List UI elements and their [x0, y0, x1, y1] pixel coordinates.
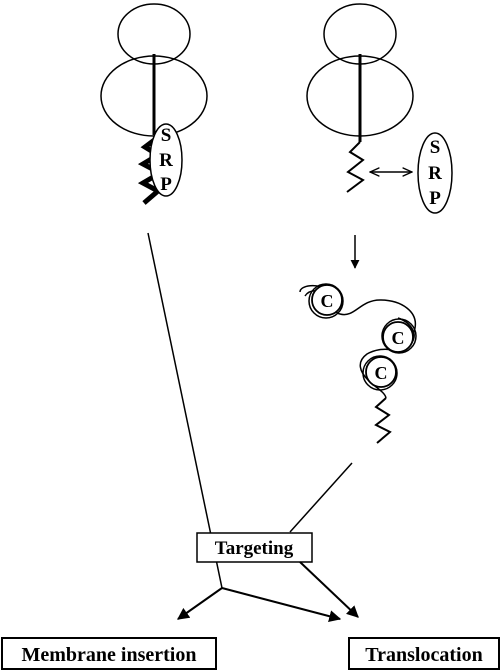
chaperone-1-outline: [308, 283, 344, 319]
chaperone-chain-zigzag: [374, 397, 392, 444]
right-ribosome: [306, 3, 414, 193]
translocation-label: Translocation: [365, 644, 482, 666]
membrane-insertion-label: Membrane insertion: [22, 644, 197, 666]
srp-left-letter-s: S: [161, 125, 172, 146]
chaperone-1-circle: [311, 284, 343, 316]
chaperone-3-circle: [365, 356, 397, 388]
translocation-box: [348, 637, 500, 670]
chaperone-3-outline: [362, 355, 398, 391]
chaperone-2-circle: [382, 321, 414, 353]
chaperone-1-label: C: [321, 291, 334, 311]
srp-right-letter-p: P: [429, 188, 441, 209]
arrow-insertion-to-translocation: [221, 587, 342, 623]
arrow-targeting-to-translocation: [299, 561, 359, 618]
srp-left-letter-p: P: [160, 174, 172, 195]
arrow-to-membrane-insertion: [177, 587, 223, 620]
right-signal-sequence-zigzag: [346, 141, 365, 193]
srp-right-letter-s: S: [430, 137, 441, 158]
chaperone-3-label: C: [375, 363, 388, 383]
chaperone-2-label: C: [392, 328, 405, 348]
srp-left-letter-r: R: [159, 150, 173, 171]
targeting-box: [196, 532, 313, 563]
chaperone-2-outline: [381, 318, 417, 354]
srp-left: S R P: [149, 123, 183, 197]
srp-right-oval: [417, 132, 453, 214]
chaperone-pathway-line: [289, 462, 353, 533]
translocation-node: Translocation: [348, 637, 500, 670]
targeting-label: Targeting: [215, 538, 294, 559]
targeting-node: Targeting: [196, 532, 313, 563]
srp-right-letter-r: R: [428, 163, 442, 184]
membrane-insertion-box: [1, 637, 217, 670]
chaperone-bound-chain: C C C: [299, 283, 417, 444]
membrane-insertion-node: Membrane insertion: [1, 637, 217, 670]
srp-pathway-line: [147, 232, 223, 589]
srp-left-oval: [149, 123, 183, 197]
srp-right: S R P: [417, 132, 453, 214]
